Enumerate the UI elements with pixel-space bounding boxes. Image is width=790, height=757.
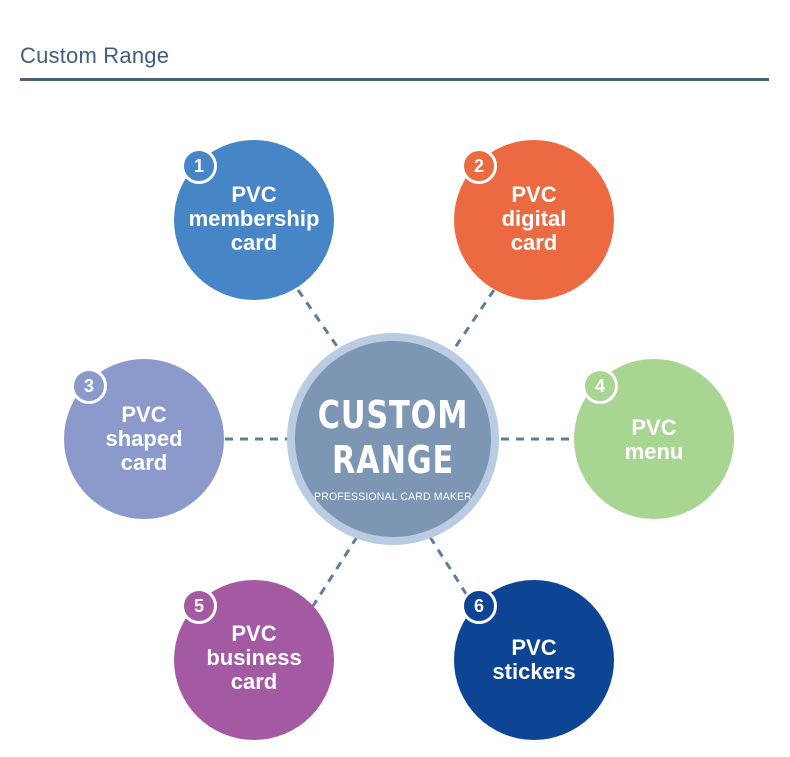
node-label-line: PVC (511, 635, 557, 660)
connector-2 (448, 289, 496, 356)
node-label: PVC digital card (454, 183, 614, 255)
node-number-badge: 4 (582, 368, 618, 404)
page-header: Custom Range (20, 40, 769, 81)
node-label-line: business (206, 645, 302, 670)
center-hub: CUSTOM RANGE PROFESSIONAL CARD MAKER (287, 333, 499, 545)
node-label-line: menu (624, 439, 684, 464)
node-label-line: PVC (121, 402, 167, 427)
node-pvc-digital-card: PVC digital card 2 (454, 140, 614, 300)
node-label-line: PVC (231, 182, 277, 207)
node-number-badge: 6 (461, 588, 497, 624)
node-label-line: shaped (105, 426, 183, 451)
node-label: PVC membership card (174, 183, 334, 255)
node-label-line: card (230, 669, 278, 694)
connector-6 (428, 536, 472, 601)
node-label: PVC shaped card (64, 403, 224, 475)
node-label: PVC menu (574, 416, 734, 464)
node-pvc-stickers: PVC stickers 6 (454, 580, 614, 740)
node-label-line: card (510, 230, 558, 255)
node-pvc-membership-card: PVC membership card 1 (174, 140, 334, 300)
node-label-line: membership (188, 206, 320, 231)
center-hub-inner: CUSTOM RANGE PROFESSIONAL CARD MAKER (295, 341, 491, 537)
node-pvc-shaped-card: PVC shaped card 3 (64, 359, 224, 519)
center-title-line1: CUSTOM (317, 393, 469, 437)
node-label-line: PVC (231, 621, 277, 646)
connector-5 (311, 536, 359, 607)
center-title-line2: RANGE (331, 438, 455, 482)
node-label: PVC stickers (454, 636, 614, 684)
node-label-line: stickers (492, 659, 576, 684)
node-label-line: PVC (631, 415, 677, 440)
node-number-badge: 5 (181, 588, 217, 624)
node-number-badge: 3 (71, 368, 107, 404)
page-title: Custom Range (20, 43, 170, 68)
node-pvc-business-card: PVC business card 5 (174, 580, 334, 740)
connector-1 (296, 289, 345, 356)
center-subtitle: PROFESSIONAL CARD MAKER (314, 491, 472, 503)
node-label-line: card (120, 450, 168, 475)
node-label-line: PVC (511, 182, 557, 207)
node-number-badge: 1 (181, 148, 217, 184)
node-number-badge: 2 (461, 148, 497, 184)
node-label-line: card (230, 230, 278, 255)
node-pvc-menu: PVC menu 4 (574, 359, 734, 519)
node-label: PVC business card (174, 622, 334, 694)
node-label-line: digital (501, 206, 567, 231)
